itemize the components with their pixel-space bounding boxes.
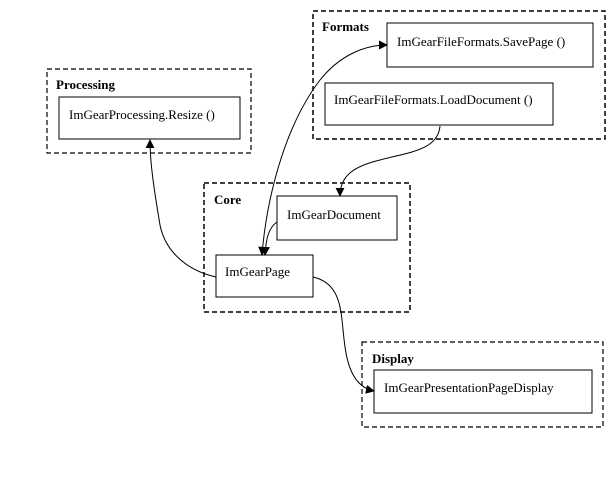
node-page-label: ImGearPage: [225, 264, 290, 279]
edge-document-to-page: [261, 221, 278, 256]
edge-page-to-resize: [145, 139, 217, 278]
node-resize: ImGearProcessing.Resize (): [58, 96, 241, 140]
node-load-document-label: ImGearFileFormats.LoadDocument (): [334, 92, 533, 107]
cluster-display: Display: [361, 341, 604, 428]
edge-page-to-save-page: [258, 40, 388, 256]
cluster-core: Core: [203, 182, 411, 313]
node-presentation: ImGearPresentationPageDisplay: [373, 369, 593, 414]
node-document-label: ImGearDocument: [287, 207, 381, 222]
cluster-formats-label: Formats: [322, 19, 369, 34]
node-load-document: ImGearFileFormats.LoadDocument (): [324, 82, 554, 126]
edge-page-to-presentation: [312, 276, 375, 394]
edge-load-document-to-document: [335, 125, 441, 197]
node-page: ImGearPage: [215, 254, 314, 298]
cluster-core-label: Core: [214, 192, 241, 207]
cluster-processing-label: Processing: [56, 77, 115, 92]
node-resize-label: ImGearProcessing.Resize (): [69, 107, 215, 122]
node-save-page: ImGearFileFormats.SavePage (): [386, 22, 594, 68]
node-document: ImGearDocument: [276, 195, 398, 241]
node-save-page-label: ImGearFileFormats.SavePage (): [397, 34, 565, 49]
node-presentation-label: ImGearPresentationPageDisplay: [384, 380, 554, 395]
cluster-processing: Processing: [46, 68, 252, 154]
cluster-display-label: Display: [372, 351, 414, 366]
